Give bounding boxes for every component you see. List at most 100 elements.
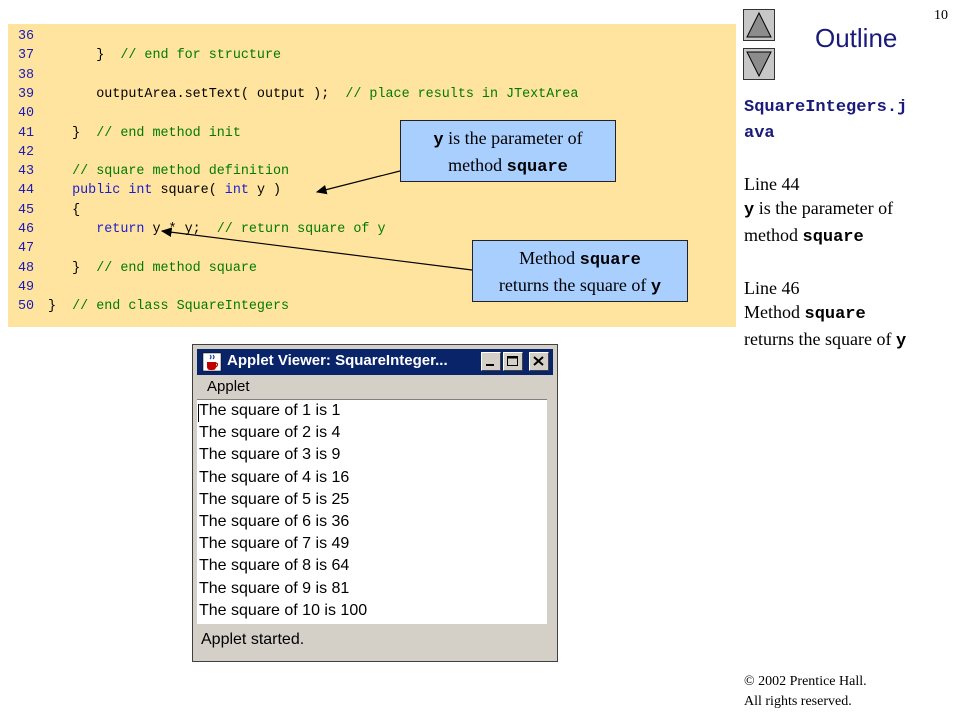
copyright: © 2002 Prentice Hall. All rights reserve… <box>744 672 867 712</box>
close-icon <box>533 356 544 366</box>
code-comment: // end for structure <box>120 48 282 64</box>
note-text: returns the square of <box>744 329 896 349</box>
nav-up-button[interactable] <box>743 9 775 41</box>
note-text: Method <box>744 302 805 322</box>
arrow-to-return <box>160 227 473 271</box>
line-number: 45 <box>18 202 35 218</box>
code-line: 37 } // end for structure <box>8 46 736 65</box>
code-comment: // end class SquareIntegers <box>72 299 290 315</box>
output-line: The square of 3 is 9 <box>199 446 341 464</box>
code-line: 50} // end class SquareIntegers <box>8 297 736 316</box>
note-line-number: Line 46 <box>744 278 800 298</box>
line-number: 39 <box>18 86 35 102</box>
code-line: 43 // square method definition <box>8 162 736 181</box>
code-line: 42 <box>8 143 736 162</box>
code-line: 39 outputArea.setText( output ); // plac… <box>8 85 736 104</box>
triangle-down-icon <box>746 51 772 78</box>
line-number: 42 <box>18 144 35 160</box>
output-line: The square of 1 is 1 <box>199 402 341 419</box>
code-comment: // end method square <box>96 260 257 276</box>
code-line: 36 <box>8 27 736 46</box>
minimize-icon <box>486 364 494 366</box>
code-comment: // return square of y <box>216 222 386 237</box>
side-filename: SquareIntegers.j ava <box>744 95 907 147</box>
minimize-button[interactable] <box>481 352 501 371</box>
menu-applet[interactable]: Applet <box>207 378 250 395</box>
line-number: 38 <box>18 67 35 83</box>
menu-bar: Applet <box>197 376 553 399</box>
nav-down-button[interactable] <box>743 48 775 80</box>
code-token: outputArea.setText( output ); <box>48 86 346 102</box>
note-code: y <box>895 332 907 351</box>
code-token: square( <box>152 183 225 199</box>
line-number: 40 <box>18 106 35 122</box>
code-text: outputArea.setText( output ); // place r… <box>48 85 578 104</box>
code-text: return y * y; // return square of y <box>48 220 386 239</box>
code-token: y * y; <box>144 222 217 237</box>
callout-text: is the parameter of <box>443 128 583 148</box>
code-text: } // end method init <box>48 124 241 143</box>
code-comment: // square method definition <box>72 164 290 180</box>
line-number: 47 <box>18 241 35 257</box>
text-caret <box>198 404 199 422</box>
output-line: The square of 9 is 81 <box>199 579 350 597</box>
code-keyword: return <box>96 222 145 237</box>
output-line: The square of 7 is 49 <box>199 535 350 553</box>
line-number: 44 <box>18 183 35 199</box>
output-line: The square of 5 is 25 <box>199 490 350 508</box>
code-line: 40 <box>8 104 736 123</box>
line-number: 49 <box>18 279 35 295</box>
line-number: 36 <box>18 29 35 44</box>
code-token: } <box>48 299 73 315</box>
callout-code: y <box>650 278 662 297</box>
close-button[interactable] <box>529 352 549 371</box>
copyright-line: © 2002 Prentice Hall. <box>744 674 867 689</box>
code-line: 48 } // end method square <box>8 259 736 278</box>
code-text: } // end method square <box>48 259 257 278</box>
output-line: The square of 6 is 36 <box>199 513 350 530</box>
filename-part: SquareIntegers.j <box>744 98 908 117</box>
note-code: y <box>744 201 755 220</box>
output-text-area[interactable]: The square of 1 is 1 The square of 2 is 4… <box>197 399 547 624</box>
side-note-line44: Line 44 y is the parameter of method squ… <box>744 172 893 250</box>
code-keyword: public int <box>72 183 153 199</box>
note-line-number: Line 44 <box>744 174 800 194</box>
code-token: } <box>48 48 121 64</box>
code-line: 44 public int square( int y ) <box>8 181 736 200</box>
code-line: 49 <box>8 278 736 297</box>
code-token: y ) <box>248 183 282 199</box>
applet-viewer-window: Applet Viewer: SquareInteger... Applet T… <box>192 344 558 662</box>
callout-return: Method square returns the square of y <box>472 240 688 302</box>
window-title: Applet Viewer: SquareInteger... <box>227 352 448 369</box>
callout-text: returns the square of <box>498 275 651 295</box>
title-bar[interactable]: Applet Viewer: SquareInteger... <box>197 349 553 375</box>
outline-title[interactable]: Outline <box>815 23 898 53</box>
callout-text: method <box>448 155 507 175</box>
filename-part: ava <box>744 124 775 143</box>
code-text: // square method definition <box>48 162 289 181</box>
note-code: square <box>802 228 864 247</box>
callout-text: Method <box>519 248 580 268</box>
page-number: 10 <box>934 8 948 23</box>
code-token: } <box>48 260 97 276</box>
triangle-up-icon <box>746 11 772 38</box>
code-token: } <box>48 125 97 141</box>
copyright-line: All rights reserved. <box>744 694 852 709</box>
output-line: The square of 4 is 16 <box>199 468 350 486</box>
line-number: 41 <box>18 125 35 141</box>
output-line: The square of 10 is 100 <box>199 601 368 619</box>
side-note-line46: Line 46 Method square returns the square… <box>744 276 906 354</box>
code-text: { <box>48 201 80 220</box>
code-line: 46 return y * y; // return square of y <box>8 220 736 239</box>
code-comment: // place results in JTextArea <box>345 86 579 102</box>
code-text: public int square( int y ) <box>48 181 281 200</box>
code-line: 47 <box>8 239 736 258</box>
output-line: The square of 2 is 4 <box>199 424 341 442</box>
callout-parameter: y is the parameter of method square <box>400 120 616 182</box>
code-comment: // end method init <box>96 125 241 141</box>
maximize-button[interactable] <box>503 352 523 371</box>
code-text: } // end for structure <box>48 46 281 65</box>
note-text: method <box>744 225 803 245</box>
note-code: square <box>804 305 866 324</box>
